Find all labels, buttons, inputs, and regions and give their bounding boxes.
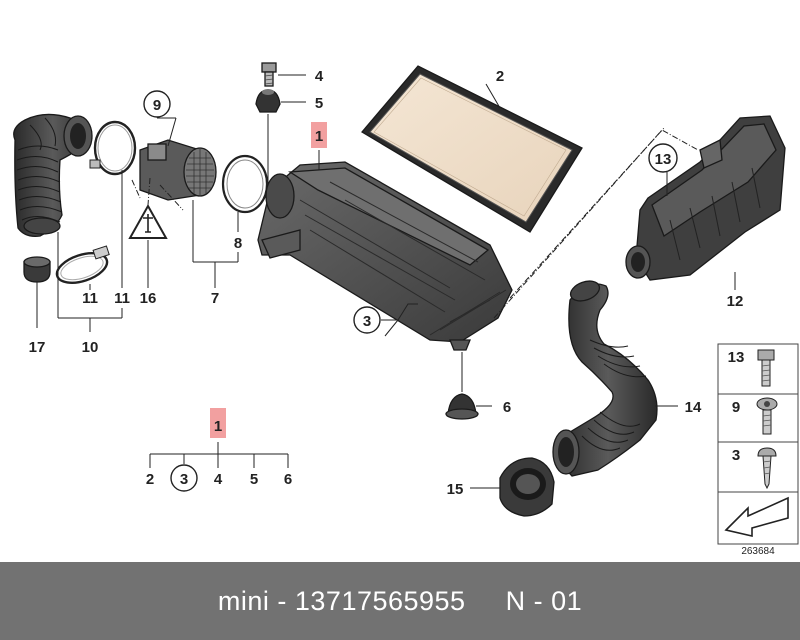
- callout-15: 15: [447, 481, 464, 498]
- callout-4: 4: [315, 68, 324, 85]
- hose-clamp-lower: [55, 245, 110, 284]
- flange-screw-icon: [756, 397, 778, 435]
- hose-part-14: [552, 280, 658, 477]
- callout-10: 10: [82, 339, 99, 356]
- rubber-bush-part-5: [255, 89, 281, 113]
- tree-root-label: 1: [214, 418, 222, 435]
- bolt-part-4: [261, 62, 277, 87]
- legend-label: 3: [732, 447, 740, 464]
- callout-2: 2: [496, 68, 504, 85]
- air-mass-meter-part-9: [139, 139, 217, 201]
- callout-14: 14: [685, 399, 702, 416]
- o-ring-part-8: [221, 154, 269, 214]
- callout-16: 16: [140, 290, 157, 307]
- callout-17: 17: [29, 339, 46, 356]
- filter-element-part-2: [361, 65, 583, 233]
- callout-11-right: 11: [114, 290, 130, 307]
- air-filter-housing-part-1: [257, 161, 513, 351]
- rubber-mount-part-6: [445, 393, 479, 420]
- tree-child-label: 6: [284, 471, 292, 488]
- intake-hose-part-10: [13, 113, 93, 237]
- legend-label: 13: [728, 349, 745, 366]
- pan-screw-icon: [757, 447, 777, 490]
- arrow-symbol-icon: [724, 496, 789, 538]
- fastener-legend: [717, 343, 799, 545]
- callout-13: 13: [655, 151, 672, 168]
- hex-bolt-icon: [757, 349, 775, 387]
- resonator-part-12: [625, 115, 786, 281]
- drawing-number: 263684: [741, 546, 775, 557]
- callout-9: 9: [153, 97, 161, 114]
- hose-clamp-upper: [89, 120, 137, 176]
- part-set-tree: [149, 442, 289, 468]
- tree-child-label: 4: [214, 471, 223, 488]
- grommet-part-17: [23, 256, 51, 283]
- footer-text: mini - 13717565955 N - 01: [217, 586, 583, 616]
- callout-3: 3: [363, 313, 371, 330]
- callout-6: 6: [503, 399, 511, 416]
- callout-1: 1: [315, 128, 323, 145]
- callout-11-left: 11: [82, 290, 98, 307]
- adapter-ring-part-15: [499, 457, 555, 517]
- tree-child-label: 2: [146, 471, 154, 488]
- callout-7: 7: [211, 290, 219, 307]
- callout-8: 8: [234, 235, 242, 252]
- tree-child-label: 5: [250, 471, 258, 488]
- parts-diagram: 1 2 3 4 5 6 7 8 9 10 11 11 12 13 14 15 1…: [13, 62, 799, 557]
- part-number-footer: mini - 13717565955 N - 01: [0, 562, 800, 640]
- tree-child-label: 3: [180, 471, 188, 488]
- legend-label: 9: [732, 399, 740, 416]
- warning-triangle-icon: [128, 203, 168, 239]
- callout-5: 5: [315, 95, 323, 112]
- callout-12: 12: [727, 293, 744, 310]
